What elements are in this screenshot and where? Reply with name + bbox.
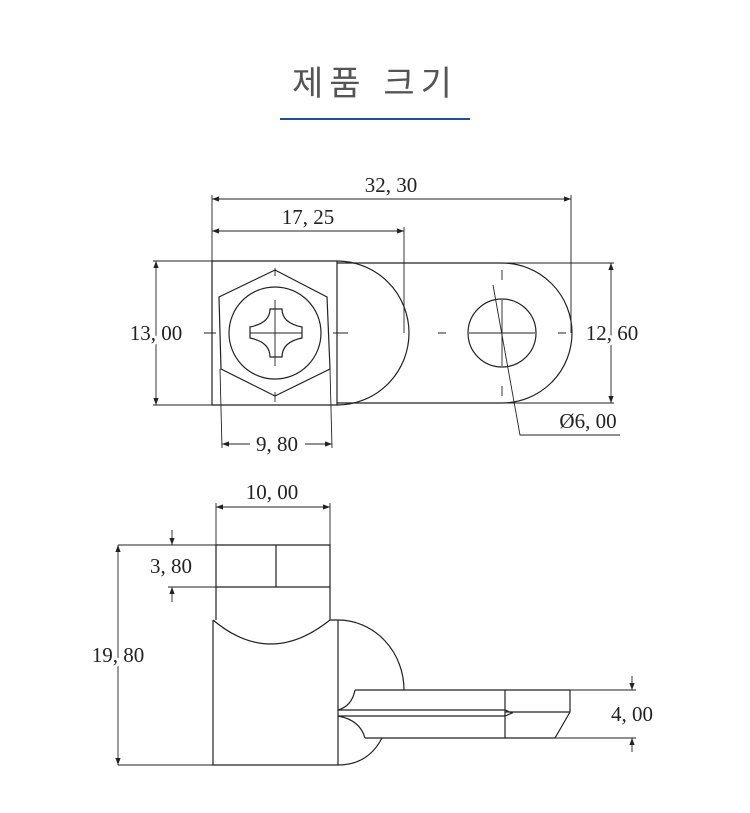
overall-length-label: 32, 30 xyxy=(365,173,418,197)
title-underline xyxy=(280,118,470,120)
lug-upper-arc xyxy=(337,619,405,691)
tab-outline xyxy=(337,262,573,404)
hole-diameter-leader xyxy=(492,284,620,436)
top-view: 32, 30 17, 25 13, 00 12, 60 9, 80 Ø6, 00 xyxy=(127,173,642,456)
lug-lower-arc xyxy=(337,737,383,766)
hole-diameter-label: Ø6, 00 xyxy=(559,409,616,433)
hex-width-label: 9, 80 xyxy=(256,432,298,456)
nut-side xyxy=(215,544,331,620)
mounting-hole xyxy=(467,298,537,368)
nut-height-label: 3, 80 xyxy=(150,554,192,578)
screw-head xyxy=(228,286,322,380)
lug-body xyxy=(212,619,339,766)
head-height-label: 13, 00 xyxy=(130,321,183,345)
side-view: 10, 00 3, 80 19, 80 4, 00 xyxy=(89,480,656,766)
total-height-label: 19, 80 xyxy=(92,643,145,667)
terminal-tab xyxy=(337,689,571,739)
head-round-end xyxy=(336,260,410,406)
screw-centerlines xyxy=(204,268,348,402)
head-section-label: 17, 25 xyxy=(282,205,335,229)
phillips-cross-icon xyxy=(249,308,303,358)
tab-thickness-label: 4, 00 xyxy=(611,702,653,726)
nut-width-label: 10, 00 xyxy=(246,480,299,504)
tab-height-label: 12, 60 xyxy=(586,321,639,345)
page-title: 제품 크기 xyxy=(292,64,458,104)
